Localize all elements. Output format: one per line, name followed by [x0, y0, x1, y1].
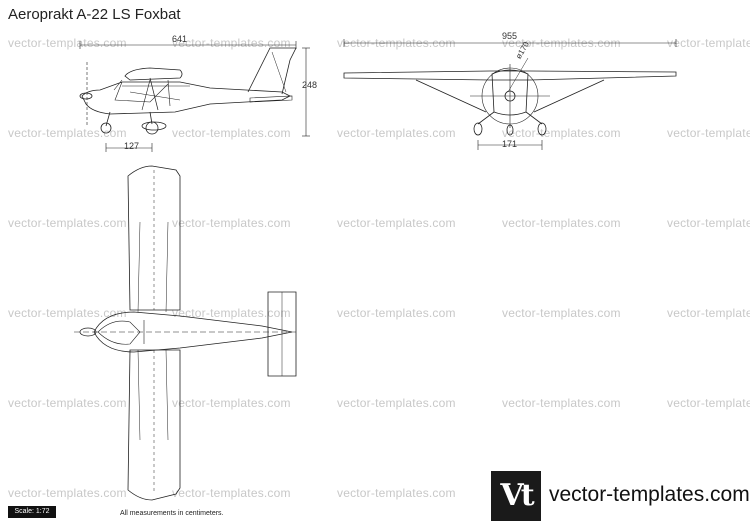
watermark: vector-templates.com	[172, 306, 291, 320]
watermark: vector-templates.com	[502, 126, 621, 140]
watermark: vector-templates.com	[172, 396, 291, 410]
watermark: vector-templates.com	[172, 486, 291, 500]
side-view	[79, 41, 310, 152]
watermark: vector-templates.com	[502, 396, 621, 410]
scale-label: Scale: 1:72	[8, 506, 56, 518]
watermark: vector-templates.com	[172, 36, 291, 50]
top-view	[74, 165, 298, 501]
dim-side-gear: 127	[124, 141, 140, 151]
watermark: vector-templates.com	[8, 486, 127, 500]
watermark: vector-templates.com	[337, 396, 456, 410]
watermark: vector-templates.com	[8, 126, 127, 140]
front-view	[343, 39, 677, 150]
watermark: vector-templates.com	[172, 126, 291, 140]
units-note: All measurements in centimeters.	[120, 510, 224, 517]
drawing-title: Aeroprakt A-22 LS Foxbat	[8, 6, 181, 23]
watermark: vector-templates.com	[667, 216, 750, 230]
watermark: vector-templates.com	[337, 216, 456, 230]
watermark: vector-templates.com	[337, 486, 456, 500]
dim-front-span: 955	[502, 31, 518, 41]
watermark: vector-templates.com	[667, 36, 750, 50]
watermark: vector-templates.com	[502, 216, 621, 230]
watermark: vector-templates.com	[8, 216, 127, 230]
watermark: vector-templates.com	[8, 306, 127, 320]
watermark: vector-templates.com	[667, 306, 750, 320]
dim-front-track: 171	[502, 139, 518, 149]
watermark: vector-templates.com	[337, 126, 456, 140]
dim-side-height: 248	[302, 80, 318, 90]
site-name: vector-templates.com	[549, 483, 750, 506]
watermark: vector-templates.com	[667, 396, 750, 410]
dim-side-length: 641	[172, 34, 188, 44]
watermark: vector-templates.com	[667, 126, 750, 140]
watermark: vector-templates.com	[502, 306, 621, 320]
brand-logo-icon: Vt	[491, 471, 541, 521]
watermark: vector-templates.com	[172, 216, 291, 230]
watermark: vector-templates.com	[337, 306, 456, 320]
watermark: vector-templates.com	[8, 396, 127, 410]
watermark: vector-templates.com	[8, 36, 127, 50]
